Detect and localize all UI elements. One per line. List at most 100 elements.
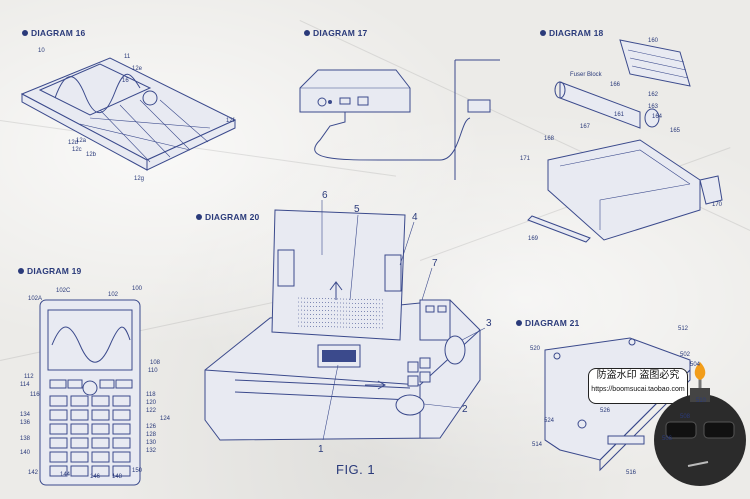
callout-label: 102A (28, 296, 43, 302)
bullet-icon (540, 30, 546, 36)
calculator-key (91, 465, 110, 477)
callout-label: 108 (150, 360, 161, 366)
watermark-text: 防盗水印 盗图必究 (596, 370, 680, 381)
callout-label: 148 (112, 474, 123, 480)
callout-label: 132 (146, 448, 157, 454)
callout-label: 164 (652, 114, 663, 120)
callout-label: 520 (530, 346, 541, 352)
calculator-key (112, 395, 131, 407)
callout-label: 150 (132, 468, 143, 474)
callout-label: 138 (20, 436, 31, 442)
callout-label: 4 (412, 212, 418, 223)
calculator-key (49, 423, 68, 435)
calculator-key (91, 451, 110, 463)
watermark-badge: 防盗水印 盗图必究 https://boomsucai.taobao.com (588, 368, 688, 404)
callout-label: 112 (24, 374, 34, 380)
calculator-key (91, 437, 110, 449)
calculator-key (112, 451, 131, 463)
callout-label: 134 (20, 412, 31, 418)
calculator-key (49, 465, 68, 477)
paper-grid-line (297, 309, 386, 313)
callout-label: 122 (146, 408, 157, 414)
diagram-17-title: DIAGRAM 17 (304, 28, 367, 38)
callout-label: 169 (528, 236, 539, 242)
diagram-16-title: DIAGRAM 16 (22, 28, 85, 38)
callout-label: 508 (680, 414, 691, 420)
calculator-key (112, 437, 131, 449)
paper-grid-line (297, 321, 386, 325)
callout-label: 165 (670, 128, 681, 134)
callout-label: 524 (544, 418, 555, 424)
callout-label: 2 (462, 404, 468, 415)
paper-grid-line (297, 313, 386, 317)
callout-label: 512 (678, 326, 689, 332)
callout-label: 6 (322, 190, 328, 201)
callout-label: 142 (28, 470, 39, 476)
paper-grid-line (297, 305, 386, 309)
callout-label: 504 (690, 362, 701, 368)
callout-label: 16 (122, 78, 129, 84)
callout-label: 128 (146, 432, 157, 438)
callout-label: 160 (648, 38, 659, 44)
callout-label: 144 (60, 472, 71, 478)
calculator-key (70, 451, 89, 463)
calculator-key (112, 423, 131, 435)
callout-label: 12e (132, 66, 143, 72)
bullet-icon (196, 214, 202, 220)
callout-label: 12a (76, 138, 87, 144)
calculator-key (91, 409, 110, 421)
paper-grid-line (297, 301, 386, 305)
callout-label: 161 (614, 112, 625, 118)
callout-label: 510 (696, 398, 707, 404)
diagram-21-title: DIAGRAM 21 (516, 318, 579, 328)
watermark-url: https://boomsucai.taobao.com (591, 386, 685, 393)
callout-label: 114 (20, 382, 30, 388)
callout-label: 12d (68, 140, 79, 146)
callout-label: 102 (108, 292, 119, 298)
paper-grid-line (297, 317, 386, 321)
callout-label: 12b (86, 152, 97, 158)
calculator-key (49, 395, 68, 407)
callout-label: 163 (648, 104, 659, 110)
calculator-key (112, 465, 131, 477)
callout-label: Fuser Block (570, 72, 602, 78)
callout-label: 10 (38, 48, 45, 54)
callout-label: 124 (160, 416, 171, 422)
callout-label: 116 (30, 392, 40, 398)
callout-label: 506 (662, 436, 673, 442)
callout-label: 168 (544, 136, 555, 142)
calculator-key (70, 409, 89, 421)
bullet-icon (304, 30, 310, 36)
calculator-key (70, 437, 89, 449)
callout-label: 12f (226, 118, 235, 124)
callout-label: 146 (90, 474, 101, 480)
callout-label: 120 (146, 400, 157, 406)
calculator-key (49, 437, 68, 449)
callout-label: 171 (520, 156, 531, 162)
callout-label: 1 (318, 444, 324, 455)
callout-label: 5 (354, 204, 360, 215)
callout-label: 170 (712, 202, 723, 208)
callout-label: 11 (124, 54, 131, 60)
callout-label: 526 (600, 408, 611, 414)
bullet-icon (22, 30, 28, 36)
callout-label: 502 (680, 352, 691, 358)
callout-label: 110 (148, 368, 158, 374)
diagram-20-title: DIAGRAM 20 (196, 212, 259, 222)
bullet-icon (18, 268, 24, 274)
calculator-key (91, 423, 110, 435)
calculator-key (70, 465, 89, 477)
callout-label: 100 (132, 286, 143, 292)
calculator-key (70, 395, 89, 407)
callout-label: 162 (648, 92, 659, 98)
callout-label: 140 (20, 450, 31, 456)
paper-grid-line (297, 325, 386, 329)
callout-label: 136 (20, 420, 31, 426)
callout-label: 102C (56, 288, 71, 294)
diagram-20-figure-caption: FIG. 1 (336, 462, 376, 477)
callout-label: 514 (532, 442, 543, 448)
